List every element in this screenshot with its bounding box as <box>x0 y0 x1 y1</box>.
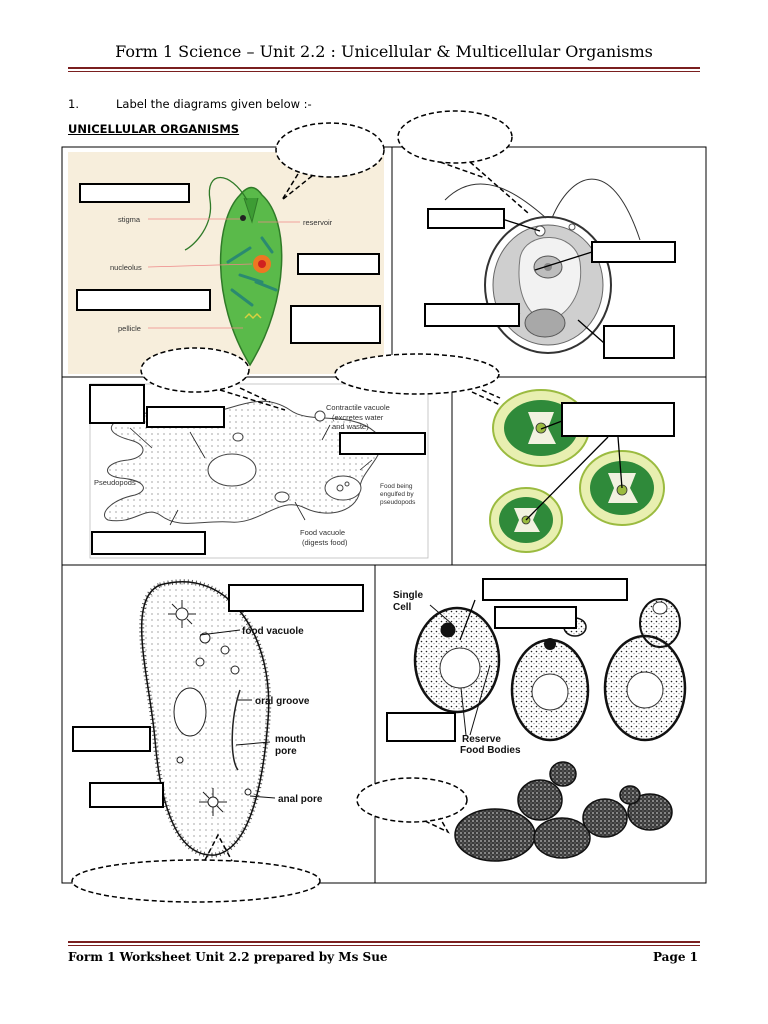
bubble-euglena <box>275 122 385 178</box>
yeast-diagram: Single Cell Reserve Food Bodies <box>393 590 687 862</box>
answer-box-amoeba-4[interactable] <box>91 531 206 555</box>
question-text: Label the diagrams given below :- <box>116 97 312 111</box>
amoeba-label-engulfed-2: engulfed by <box>380 491 414 498</box>
yeast-vacuole-1 <box>439 647 481 689</box>
page-header-title: Form 1 Science – Unit 2.2 : Unicellular … <box>115 42 653 61</box>
bubble-yeast <box>356 777 468 823</box>
answer-box-paramecium-3[interactable] <box>89 782 164 808</box>
paramecium-label-oral-groove: oral groove <box>255 696 310 707</box>
answer-box-paramecium-2[interactable] <box>72 726 151 752</box>
paramecium-contractile-vacuole-top <box>168 600 196 628</box>
answer-box-yeast-1[interactable] <box>482 578 628 601</box>
paramecium-diagram: food vacuole oral groove mouth pore anal… <box>139 579 323 858</box>
euglena-nucleolus <box>258 260 266 268</box>
bubble-chlorella <box>334 353 500 395</box>
footer-rule-thick <box>68 941 700 943</box>
answer-box-paramecium-1[interactable] <box>228 584 364 612</box>
amoeba-label-contractile-1: Contractile vacuole <box>326 403 390 412</box>
amoeba-label-food-vacuole-2: (digests food) <box>302 538 348 547</box>
question-number: 1. <box>68 97 79 111</box>
answer-box-yeast-2[interactable] <box>494 606 577 629</box>
amoeba-label-engulfed-3: pseudopods <box>380 499 416 506</box>
euglena-reservoir <box>243 197 259 224</box>
answer-boxes <box>72 183 676 808</box>
yeast-pointers <box>429 604 491 736</box>
yeast-label-cell: Cell <box>393 602 412 613</box>
answer-box-chlamy-1[interactable] <box>427 208 505 229</box>
yeast-label-reserve: Reserve <box>462 734 501 745</box>
amoeba-label-engulfed-1: Food being <box>380 483 413 490</box>
answer-box-euglena-4[interactable] <box>290 305 381 344</box>
euglena-flagellum <box>184 176 248 251</box>
footer-credit: Form 1 Worksheet Unit 2.2 prepared by Ms… <box>68 950 388 964</box>
question-1: 1. Label the diagrams given below :- <box>68 97 312 111</box>
bubble-paramecium <box>71 859 321 903</box>
answer-box-yeast-3[interactable] <box>386 712 456 742</box>
euglena-stigma <box>240 215 246 221</box>
paramecium-label-anal-pore: anal pore <box>278 794 323 805</box>
yeast-bud-right <box>639 598 681 648</box>
footer-rule-thin <box>68 945 700 946</box>
yeast-label-single: Single <box>393 590 423 601</box>
paramecium-label-food-vacuole: food vacuole <box>242 626 304 637</box>
answer-box-chlorella[interactable] <box>561 402 675 437</box>
paramecium-macronucleus <box>173 687 207 737</box>
paramecium-contractile-vacuole-bottom <box>199 788 227 816</box>
header-rule-thin <box>68 71 700 72</box>
yeast-nucleus-1 <box>440 622 456 638</box>
answer-box-euglena-3[interactable] <box>297 253 380 275</box>
paramecium-oral-groove <box>231 689 241 771</box>
amoeba-nucleus <box>207 453 257 487</box>
answer-box-amoeba-1[interactable] <box>89 384 145 424</box>
answer-box-amoeba-2[interactable] <box>146 406 225 428</box>
amoeba-label-food-vacuole-1: Food vacuole <box>300 528 345 537</box>
euglena-label-nucleolus: nucleolus <box>110 263 142 272</box>
chlamydomonas-pyrenoid <box>524 308 566 338</box>
bubble-amoeba <box>140 347 250 393</box>
yeast-label-food-bodies: Food Bodies <box>460 745 521 756</box>
amoeba-contractile-vacuole <box>314 410 326 422</box>
page-number: Page 1 <box>652 950 698 964</box>
answer-box-chlamy-3[interactable] <box>424 303 520 327</box>
euglena-label-stigma: stigma <box>118 215 141 224</box>
amoeba-label-contractile-3: and waste) <box>332 422 369 431</box>
paramecium-label-pore: pore <box>275 746 297 757</box>
answer-box-euglena-2[interactable] <box>76 289 211 311</box>
amoeba-label-contractile-2: (excretes water <box>332 413 384 422</box>
yeast-chain <box>454 761 673 862</box>
paramecium-food-vacuoles <box>176 632 252 796</box>
euglena-label-reservoir: reservoir <box>303 218 333 227</box>
chlamydomonas-diagram <box>444 178 641 354</box>
answer-box-amoeba-3[interactable] <box>339 432 426 455</box>
euglena-paramylon <box>244 312 262 320</box>
section-title: UNICELLULAR ORGANISMS <box>68 122 240 136</box>
chlamydomonas-flagellum-right <box>551 178 641 241</box>
header-rule-thick <box>68 67 700 69</box>
euglena-chloroplasts <box>226 236 278 307</box>
amoeba-label-pseudopods: Pseudopods <box>94 478 136 487</box>
paramecium-label-mouth: mouth <box>275 734 306 745</box>
amoeba-pointers <box>129 424 373 526</box>
answer-box-chlamy-4[interactable] <box>603 325 675 359</box>
bubble-chlamydomonas <box>397 110 513 164</box>
answer-bubbles <box>71 110 529 903</box>
euglena-body <box>219 186 283 367</box>
chlamydomonas-flagellum-left <box>444 183 547 219</box>
answer-box-chlamy-2[interactable] <box>591 241 676 263</box>
paramecium-pointers <box>199 629 276 799</box>
euglena-leader-lines <box>147 218 300 329</box>
euglena-label-pellicle: pellicle <box>118 324 141 333</box>
answer-box-euglena-1[interactable] <box>79 183 190 203</box>
